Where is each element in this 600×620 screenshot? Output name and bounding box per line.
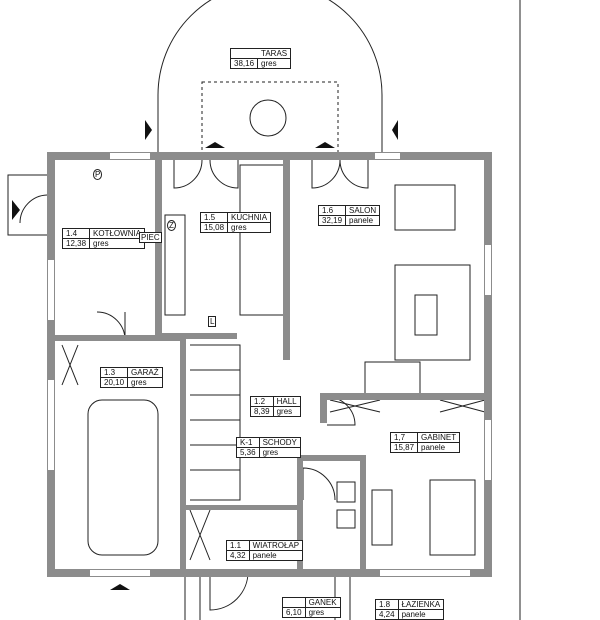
dining-table — [394, 184, 456, 231]
fireplace — [364, 361, 421, 396]
piec-label: PIEC — [139, 232, 162, 243]
room-name: GABINET — [418, 433, 460, 443]
room-area: 38,16 — [231, 59, 259, 68]
room-number: 1,7 — [391, 433, 419, 443]
sofa — [394, 264, 471, 361]
room-floor: panele — [401, 610, 426, 619]
desk — [429, 479, 476, 556]
kitchen-counter — [164, 214, 186, 316]
room-floor: gres — [276, 407, 293, 416]
room-floor: gres — [262, 448, 279, 457]
room-floor: gres — [308, 608, 325, 617]
room-name: WIATROŁAP — [249, 541, 303, 551]
kitchen-island — [239, 164, 286, 316]
l-label: L — [208, 316, 217, 327]
washbasin — [336, 509, 356, 529]
p-label: P — [93, 169, 103, 180]
room-name: KOTŁOWNIA — [90, 229, 145, 239]
gabinet-sofa — [371, 489, 393, 546]
room-number: 1.3 — [101, 368, 129, 378]
car — [87, 399, 159, 556]
wardrobes — [61, 344, 486, 561]
terrace-doors — [173, 158, 369, 189]
room-name: SCHODY — [259, 438, 300, 448]
room-number: 1.6 — [319, 206, 347, 216]
room-area: 12,38 — [63, 239, 91, 248]
room-number: 1.8 — [376, 600, 399, 610]
bathroom-door — [302, 467, 336, 501]
z-label: Z — [167, 220, 176, 231]
room-name: HALL — [273, 397, 300, 407]
room-floor: gres — [261, 59, 277, 68]
room-area: 15,08 — [201, 223, 229, 232]
room-floor: panele — [421, 443, 446, 452]
room-area: 32,19 — [319, 216, 347, 225]
terrace-outline — [157, 0, 383, 155]
room-name: ŁAZIENKA — [398, 600, 444, 610]
stairs — [190, 344, 241, 501]
room-name: GARAŻ — [128, 368, 162, 378]
room-number: 1.1 — [227, 541, 250, 551]
windows — [48, 153, 491, 576]
front-door — [209, 571, 249, 611]
room-number: K-1 — [237, 438, 260, 448]
toilet — [336, 481, 356, 503]
walls — [47, 152, 492, 577]
room-floor: gres — [231, 223, 247, 232]
room-floor: gres — [131, 378, 147, 387]
room-area: 4,24 — [376, 610, 399, 619]
room-area: 20,10 — [101, 378, 129, 387]
study-door — [326, 396, 356, 426]
room-number: 1.5 — [201, 213, 229, 223]
room-number: 1.4 — [63, 229, 91, 239]
room-number: 1.2 — [251, 397, 274, 407]
room-area: 8,39 — [251, 407, 274, 416]
room-area: 15,87 — [391, 443, 419, 452]
room-floor: panele — [349, 216, 374, 225]
room-floor: panele — [252, 551, 277, 560]
section-arrows — [12, 120, 398, 590]
room-number — [283, 598, 306, 608]
terrace-roof — [201, 81, 339, 155]
room-floor: gres — [93, 239, 109, 248]
coffee-table — [414, 294, 438, 336]
room-area: 4,32 — [227, 551, 250, 560]
porch-lines — [184, 572, 351, 620]
room-name: GANEK — [305, 598, 340, 608]
room-name: SALON — [346, 206, 380, 216]
boiler-door — [19, 194, 48, 224]
room-name: TARAS — [258, 49, 291, 59]
room-area: 6,10 — [283, 608, 306, 617]
room-area: 5,36 — [237, 448, 260, 457]
terrace-table — [249, 99, 287, 137]
room-name: KUCHNIA — [228, 213, 271, 223]
